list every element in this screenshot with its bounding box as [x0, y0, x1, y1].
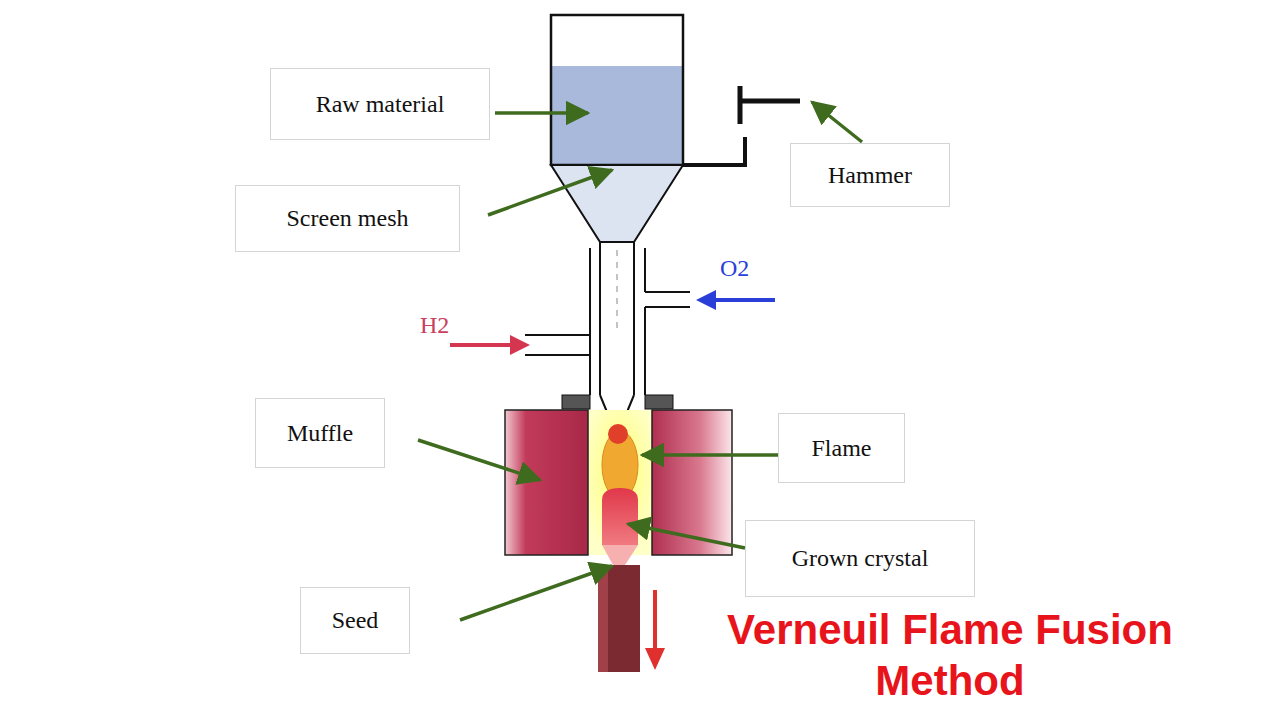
- part-label: Raw material: [270, 68, 490, 140]
- part-label: Seed: [300, 587, 410, 654]
- label-text: Raw material: [316, 91, 445, 118]
- label-text: Flame: [812, 435, 872, 462]
- diagram-title: Verneuil Flame Fusion Method: [660, 604, 1240, 706]
- label-text: Grown crystal: [792, 545, 929, 572]
- gas-label: O2: [720, 255, 749, 282]
- label-text: Muffle: [287, 420, 353, 447]
- part-label: Muffle: [255, 398, 385, 468]
- part-label: Grown crystal: [745, 520, 975, 597]
- part-label: Screen mesh: [235, 185, 460, 252]
- label-text: Screen mesh: [287, 205, 409, 232]
- label-text: Seed: [332, 607, 379, 634]
- gas-label: H2: [420, 312, 449, 339]
- part-label: Hammer: [790, 143, 950, 207]
- part-label: Flame: [778, 413, 905, 483]
- label-text: Hammer: [828, 162, 912, 189]
